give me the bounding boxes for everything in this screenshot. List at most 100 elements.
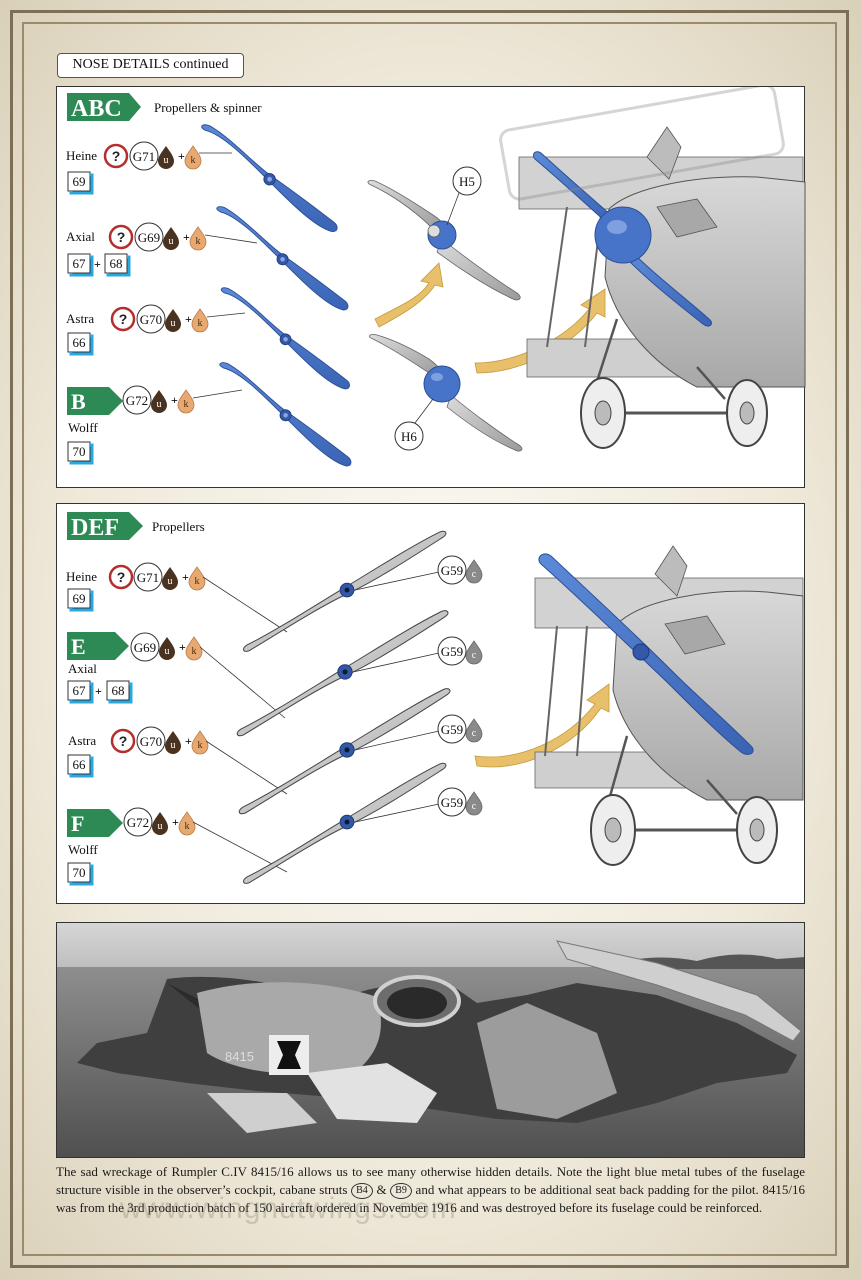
photo-caption: The sad wreckage of Rumpler C.IV 8415/16…: [56, 1163, 805, 1216]
page-frame-inner: [22, 22, 837, 1256]
color-code-g72: G72: [127, 815, 149, 830]
color-code-g59: G59: [441, 644, 463, 659]
callout-h6: [394, 421, 424, 451]
part-box-shadow: [69, 173, 94, 195]
leader-line: [414, 398, 434, 424]
question-icon: [110, 306, 136, 332]
leader-line: [352, 652, 440, 673]
badge-b: [67, 387, 123, 415]
mark-c: c: [472, 728, 477, 739]
plus-sign: +: [183, 230, 190, 244]
mark-k: k: [184, 399, 189, 410]
color-chip-g70: [136, 726, 166, 756]
propeller-axial: [198, 204, 366, 312]
row-name-astra: Astra: [68, 733, 96, 748]
leader-line: [204, 234, 258, 244]
part-box-shadow: [69, 756, 94, 778]
wreckage-photo-canvas: 8415: [57, 923, 804, 1157]
color-code-g71: G71: [133, 149, 155, 164]
part-number-68: 68: [112, 683, 125, 698]
part-box-shadow: [108, 682, 133, 704]
website-watermark: www.wingnutwings.com: [120, 1192, 457, 1225]
color-chip-g72: [123, 807, 153, 837]
part-box-shadow: [69, 255, 94, 277]
caption-amp: &: [372, 1181, 391, 1197]
aircraft-nose-illustration: [534, 545, 804, 866]
leader-line: [205, 740, 288, 795]
plus-sign: +: [95, 684, 102, 698]
leader-line: [354, 571, 440, 591]
badge-abc-text: ABC: [71, 96, 122, 122]
row-name-axial: Axial: [66, 229, 95, 244]
plus-sign: +: [171, 393, 178, 407]
row-name-wolff: Wolff: [68, 842, 98, 857]
plus-sign: +: [94, 257, 101, 271]
mark-u: u: [165, 646, 170, 657]
row-name-axial: Axial: [68, 661, 97, 676]
propeller-astra: [238, 688, 451, 815]
mark-k: k: [195, 576, 200, 587]
part-box-67: [67, 680, 91, 701]
color-code-g69: G69: [134, 640, 156, 655]
mark-c: c: [472, 569, 477, 580]
color-code-g59: G59: [441, 795, 463, 810]
part-box-70: [67, 862, 91, 883]
mark-u: u: [171, 740, 176, 751]
leader-line: [446, 192, 460, 226]
part-box-shadow: [69, 443, 94, 465]
leader-line: [192, 389, 243, 399]
leader-line: [199, 646, 286, 719]
color-code-g69: G69: [138, 230, 160, 245]
part-number-67: 67: [73, 683, 87, 698]
leader-line: [206, 312, 246, 318]
part-box-66: [67, 332, 91, 353]
mark-k: k: [198, 740, 203, 751]
color-code-g70: G70: [140, 734, 162, 749]
leader-line: [202, 576, 288, 633]
part-number-68: 68: [110, 256, 123, 271]
mark-k: k: [191, 155, 196, 166]
mark-k: k: [198, 318, 203, 329]
question-icon: [108, 564, 134, 590]
mark-u: u: [169, 236, 174, 247]
part-box-70: [67, 441, 91, 462]
panel-propellers: ? DEF Propellers Heine: [56, 503, 805, 904]
badge-f: [67, 809, 123, 837]
part-number-69: 69: [73, 174, 86, 189]
plus-sign: +: [185, 312, 192, 326]
plus-sign: +: [179, 640, 186, 654]
caption-text-2: and what appears to be additional seat b…: [56, 1181, 805, 1215]
panel1-title: Propellers & spinner: [154, 100, 262, 115]
plus-sign: +: [182, 570, 189, 584]
propeller-axial: [236, 610, 449, 737]
section-title: NOSE DETAILS continued: [57, 53, 244, 78]
color-code-g59: G59: [441, 563, 463, 578]
wingnut-logo-watermark: [499, 87, 785, 201]
question-icon: [108, 224, 134, 250]
badge-b-text: B: [71, 389, 86, 414]
spinner-assembly-top: [367, 180, 521, 301]
panel-propellers-spinner: ? ABC Propellers & spinner Heine G71 u +: [56, 86, 806, 488]
row-name-heine: Heine: [66, 569, 97, 584]
photo-serial: 8415: [225, 1049, 254, 1064]
part-box-shadow: [69, 864, 94, 886]
mark-c: c: [472, 801, 477, 812]
part-box-68: [106, 680, 130, 701]
arrow-icon: [474, 683, 610, 768]
part-box-66: [67, 754, 91, 775]
color-code-g70: G70: [140, 312, 162, 327]
badge-f-text: F: [71, 811, 84, 836]
part-number-70: 70: [73, 865, 86, 880]
part-box-shadow: [69, 334, 94, 356]
color-chip-g71: [133, 562, 163, 592]
mark-u: u: [171, 318, 176, 329]
color-chip-g69: [134, 222, 164, 252]
badge-abc: [67, 93, 141, 121]
panel2-canvas: ? DEF Propellers Heine: [66, 512, 804, 886]
wreckage-photo: 8415: [56, 922, 805, 1158]
part-box-68: [104, 253, 128, 274]
plus-sign: +: [172, 815, 179, 829]
row-name-heine: Heine: [66, 148, 97, 163]
panel2-title: Propellers: [152, 519, 205, 534]
part-number-70: 70: [73, 444, 86, 459]
